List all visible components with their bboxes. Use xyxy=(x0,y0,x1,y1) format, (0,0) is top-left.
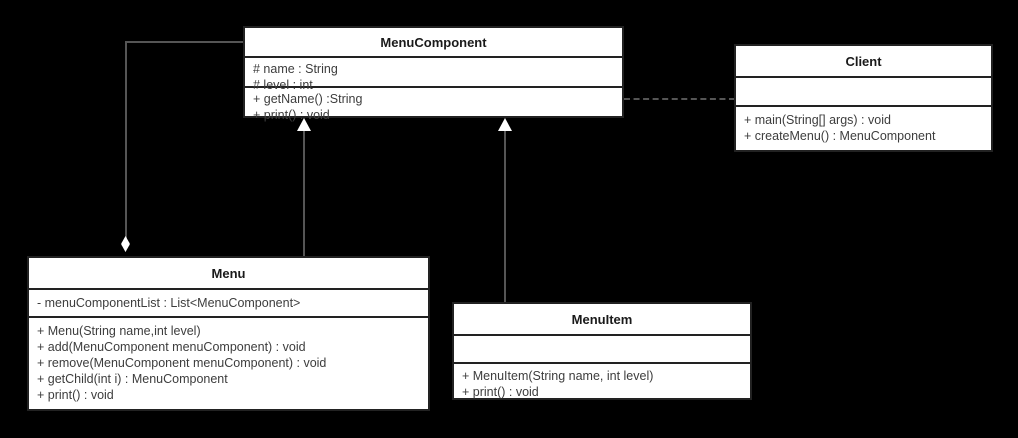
generalization-menu-line xyxy=(303,124,305,256)
generalization-menuitem-line xyxy=(504,124,506,303)
class-box-client[interactable]: Client + main(String[] args) : void + cr… xyxy=(734,44,993,152)
operation-row: + createMenu() : MenuComponent xyxy=(744,129,936,143)
class-name-menucomponent: MenuComponent xyxy=(380,34,487,50)
class-name-menuitem: MenuItem xyxy=(571,311,633,327)
operation-row: + remove(MenuComponent menuComponent) : … xyxy=(37,356,327,370)
class-name-client: Client xyxy=(845,53,882,69)
aggregation-diamond-icon xyxy=(121,236,130,252)
attribute-row: # level : int xyxy=(253,78,313,92)
attributes-compartment-menuitem xyxy=(454,334,750,362)
operation-row: + print() : void xyxy=(37,388,114,402)
class-box-menucomponent[interactable]: MenuComponent # name : String # level : … xyxy=(243,26,624,122)
operation-row: + main(String[] args) : void xyxy=(744,113,891,127)
operation-row: + getChild(int i) : MenuComponent xyxy=(37,372,228,386)
class-name-menu: Menu xyxy=(211,265,246,281)
attribute-row: # name : String xyxy=(253,62,338,76)
attributes-compartment-client xyxy=(736,76,991,105)
generalization-menuitem-triangle-icon xyxy=(498,118,512,131)
attribute-row: - menuComponentList : List<MenuComponent… xyxy=(37,296,301,310)
class-box-menuitem[interactable]: MenuItem + MenuItem(String name, int lev… xyxy=(452,302,752,400)
operations-compartment-client: + main(String[] args) : void + createMen… xyxy=(736,105,991,150)
operations-compartment-menu: + Menu(String name,int level) + add(Menu… xyxy=(29,316,428,409)
operations-compartment-menucomponent: + getName() :String + print() : void xyxy=(245,86,622,122)
attributes-compartment-menu: - menuComponentList : List<MenuComponent… xyxy=(29,288,428,316)
operation-row: + add(MenuComponent menuComponent) : voi… xyxy=(37,340,306,354)
attributes-compartment-menucomponent: # name : String # level : int xyxy=(245,56,622,92)
operation-row: + Menu(String name,int level) xyxy=(37,324,201,338)
operations-compartment-menuitem: + MenuItem(String name, int level) + pri… xyxy=(454,362,750,400)
class-box-menu[interactable]: Menu - menuComponentList : List<MenuComp… xyxy=(27,256,430,411)
operation-row: + print() : void xyxy=(462,385,539,399)
dependency-dashed-line xyxy=(624,98,735,100)
aggregation-segment-horizontal xyxy=(126,41,244,43)
generalization-menu-triangle-icon xyxy=(297,118,311,131)
operation-row: + MenuItem(String name, int level) xyxy=(462,369,654,383)
operation-row: + getName() :String xyxy=(253,92,363,106)
aggregation-segment-vertical xyxy=(125,41,127,245)
